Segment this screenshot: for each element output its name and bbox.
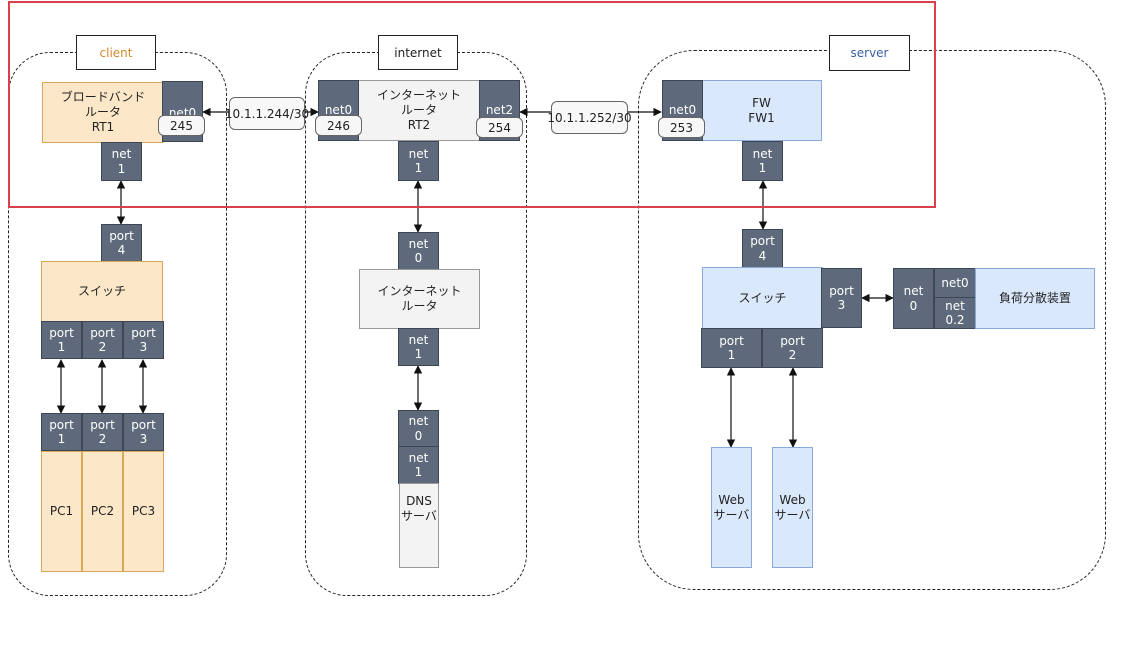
rt2-net2-address: 254: [476, 117, 523, 138]
fw-net0-address: 253: [658, 117, 705, 138]
client-switch-port4: port 4: [101, 224, 142, 262]
server-switch-port1: port 1: [701, 328, 762, 368]
server-switch-port3: port 3: [821, 268, 862, 328]
pc2: PC2: [82, 451, 123, 572]
internet-router-rt2: インターネット ルータ RT2: [358, 80, 480, 141]
client-switch-port1: port 1: [41, 321, 82, 359]
fw-net0-label: net0: [668, 103, 697, 117]
internet-group-label: internet: [378, 35, 458, 70]
server-switch: スイッチ: [702, 267, 823, 329]
pc2-port2: port 2: [82, 413, 123, 451]
lb-net02-port: net 0.2: [934, 297, 976, 329]
pc1-port1: port 1: [41, 413, 82, 451]
broadband-router-rt1: ブロードバンド ルータ RT1: [42, 82, 164, 143]
router-net1-port: net 1: [398, 328, 439, 366]
pc1: PC1: [41, 451, 82, 572]
client-switch-port2: port 2: [82, 321, 123, 359]
subnet-label-1: 10.1.1.244/30: [225, 97, 309, 130]
rt1-net0-address: 245: [158, 115, 205, 136]
client-group-label: client: [76, 35, 156, 70]
fw-net1-port: net 1: [742, 141, 783, 181]
dns-net1-port: net 1: [398, 446, 439, 484]
rt2-net0-address: 246: [315, 115, 362, 136]
lb-net0-label: net0: [934, 268, 976, 298]
highlight-box: [8, 1, 936, 208]
rt2-net0-label: net0: [324, 103, 353, 117]
client-switch-port3: port 3: [123, 321, 164, 359]
server-switch-port4: port 4: [742, 229, 783, 268]
server-group-label: server: [829, 35, 910, 71]
router-net0-port: net 0: [398, 232, 439, 270]
load-balancer: 負荷分散装置: [975, 268, 1095, 329]
subnet-label-2: 10.1.1.252/30: [547, 101, 632, 134]
client-switch: スイッチ: [41, 261, 163, 322]
lb-net0-port: net 0: [893, 268, 934, 329]
dns-server: DNS サーバ: [399, 483, 439, 568]
dns-net0-port: net 0: [398, 410, 439, 447]
rt2-net1-port: net 1: [398, 141, 439, 181]
web-server-2: Web サーバ: [772, 447, 813, 568]
rt1-net1-port: net 1: [101, 142, 142, 181]
web-server-1: Web サーバ: [711, 447, 752, 568]
rt2-net2-label: net2: [485, 103, 514, 117]
internet-router: インターネット ルータ: [359, 269, 480, 329]
firewall-fw1: FW FW1: [701, 80, 822, 141]
server-switch-port2: port 2: [762, 328, 823, 368]
pc3: PC3: [123, 451, 164, 572]
pc3-port3: port 3: [123, 413, 164, 451]
